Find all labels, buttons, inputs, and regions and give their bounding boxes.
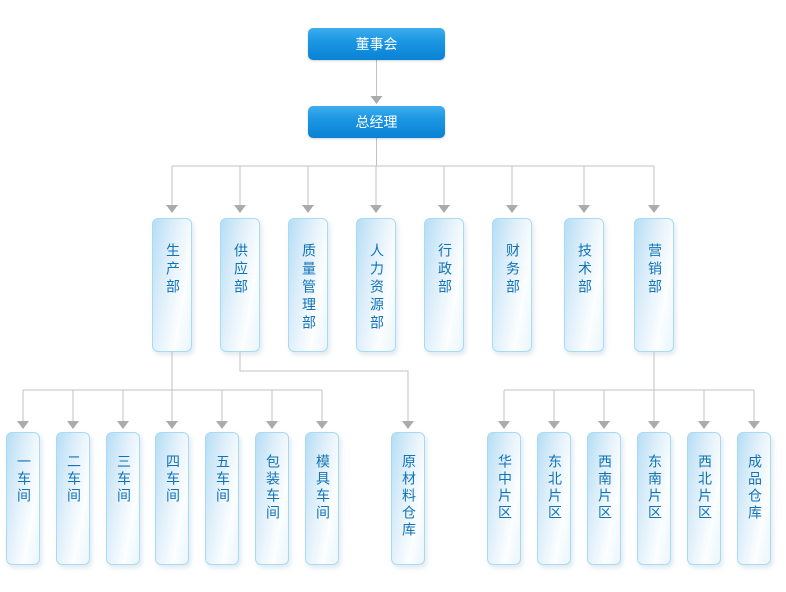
org-node-label: 西北片区 <box>696 454 712 522</box>
org-node-general-manager[interactable]: 总经理 <box>308 106 445 138</box>
org-node-label: 供应部 <box>232 243 248 297</box>
org-node-region-dongbei[interactable]: 东北片区 <box>537 432 571 565</box>
org-node-label: 华中片区 <box>496 454 512 522</box>
org-node-workshop-3[interactable]: 三车间 <box>106 432 140 565</box>
org-node-label: 生产部 <box>164 243 180 297</box>
org-node-label: 行政部 <box>436 243 452 297</box>
org-node-dept-quality[interactable]: 质量管理部 <box>288 218 328 352</box>
org-node-label: 五车间 <box>214 454 230 505</box>
org-node-dept-tech[interactable]: 技术部 <box>564 218 604 352</box>
org-node-label: 包装车间 <box>264 454 280 522</box>
org-node-label: 总经理 <box>355 115 398 131</box>
org-node-workshop-1[interactable]: 一车间 <box>6 432 40 565</box>
org-node-label: 西南片区 <box>596 454 612 522</box>
org-node-region-dongnan[interactable]: 东南片区 <box>637 432 671 565</box>
org-node-dept-admin[interactable]: 行政部 <box>424 218 464 352</box>
org-node-dept-marketing[interactable]: 营销部 <box>634 218 674 352</box>
org-node-workshop-4[interactable]: 四车间 <box>155 432 189 565</box>
org-node-label: 成品仓库 <box>746 454 762 522</box>
org-node-region-xibei[interactable]: 西北片区 <box>687 432 721 565</box>
org-node-packing-workshop[interactable]: 包装车间 <box>255 432 289 565</box>
org-node-raw-material-warehouse[interactable]: 原材料仓库 <box>391 432 425 565</box>
org-node-label: 营销部 <box>646 243 662 297</box>
org-node-label: 三车间 <box>115 454 131 505</box>
org-node-label: 二车间 <box>65 454 81 505</box>
org-node-dept-hr[interactable]: 人力资源部 <box>356 218 396 352</box>
org-node-label: 东北片区 <box>546 454 562 522</box>
org-node-label: 财务部 <box>504 243 520 297</box>
org-node-finished-goods-warehouse[interactable]: 成品仓库 <box>737 432 771 565</box>
org-node-region-xinan[interactable]: 西南片区 <box>587 432 621 565</box>
org-node-dept-production[interactable]: 生产部 <box>152 218 192 352</box>
org-node-dept-finance[interactable]: 财务部 <box>492 218 532 352</box>
org-node-label: 原材料仓库 <box>400 454 416 539</box>
org-node-label: 技术部 <box>576 243 592 297</box>
org-node-label: 董事会 <box>355 37 398 53</box>
org-node-workshop-2[interactable]: 二车间 <box>56 432 90 565</box>
org-node-workshop-5[interactable]: 五车间 <box>205 432 239 565</box>
org-node-label: 模具车间 <box>314 454 330 522</box>
org-node-board[interactable]: 董事会 <box>308 28 445 60</box>
org-node-label: 人力资源部 <box>368 243 384 333</box>
org-node-dept-supply[interactable]: 供应部 <box>220 218 260 352</box>
org-node-label: 一车间 <box>15 454 31 505</box>
org-node-label: 质量管理部 <box>300 243 316 333</box>
org-node-mould-workshop[interactable]: 模具车间 <box>305 432 339 565</box>
org-node-region-huazhong[interactable]: 华中片区 <box>487 432 521 565</box>
org-node-label: 四车间 <box>164 454 180 505</box>
org-node-label: 东南片区 <box>646 454 662 522</box>
